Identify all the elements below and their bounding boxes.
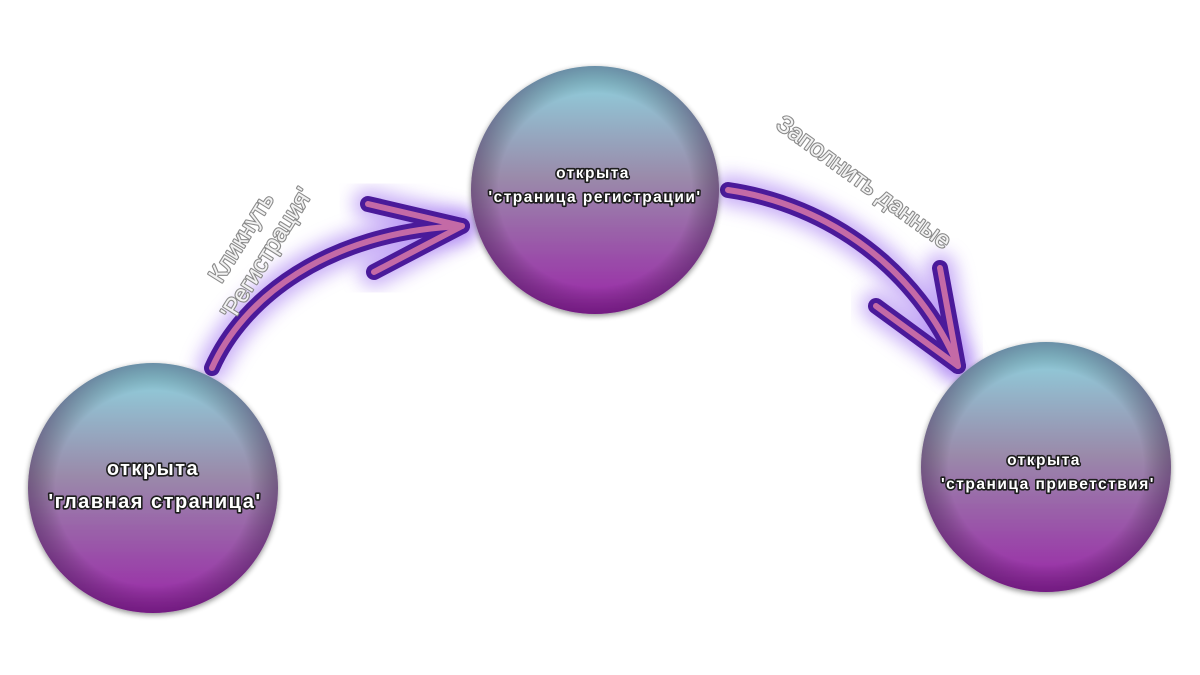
node-home-line2: 'главная страница' [48,491,261,513]
arrow-fill-data [713,175,973,381]
node-registration-line1: открыта [556,165,630,182]
node-home-line1: открыта [107,458,199,480]
node-home-page: открыта 'главная страница' [28,363,278,613]
node-registration-line2: 'страница регистрации' [488,189,701,206]
node-welcome-page: открыта 'страница приветствия' [921,342,1171,592]
node-registration-page: открыта 'страница регистрации' [471,66,719,314]
arrow-click-registration [197,189,477,383]
node-welcome-line2: 'страница приветствия' [941,476,1155,493]
node-welcome-line1: открыта [1007,452,1081,469]
